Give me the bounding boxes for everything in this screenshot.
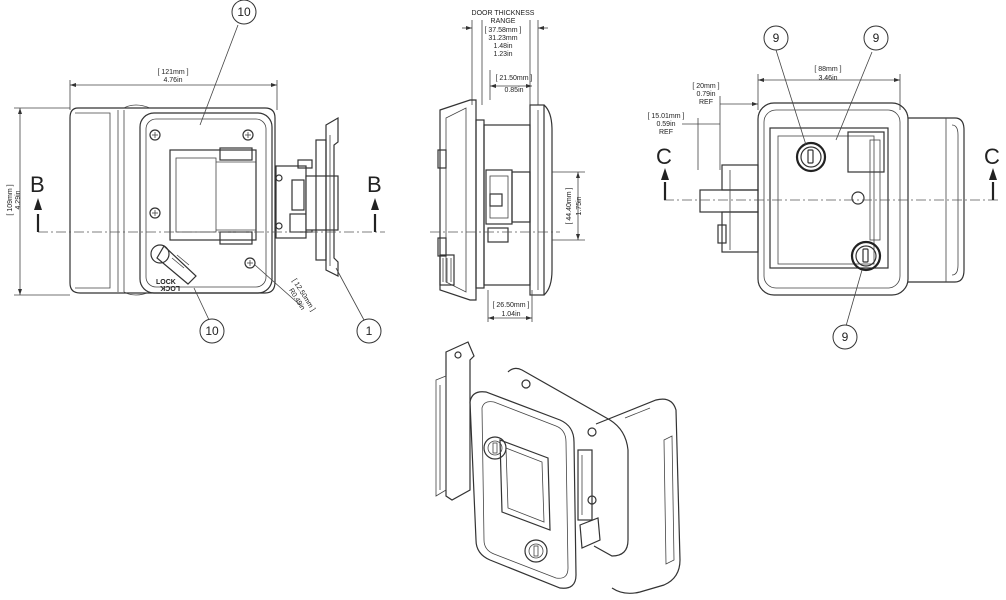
- rear-width-mm: [ 88mm ]: [814, 66, 841, 73]
- door-range-mm-2: 31.23mm: [488, 35, 517, 42]
- door-thickness-title-2: RANGE: [491, 18, 516, 25]
- depth-in: 0.85in: [504, 87, 523, 94]
- front-width-in: 4.76in: [163, 77, 182, 84]
- bottom-in: 1.04in: [501, 311, 520, 318]
- screw-icon: [149, 207, 161, 219]
- svg-text:9: 9: [873, 31, 880, 45]
- key-cylinder-icon: [483, 436, 507, 460]
- rear-offset2-mm: [ 15.01mm ]: [648, 113, 685, 120]
- section-label-b-right: B: [367, 172, 382, 197]
- lock-label-flipped: LOCK: [160, 284, 180, 291]
- svg-text:10: 10: [237, 5, 251, 19]
- balloon-10-top: 10: [231, 0, 257, 25]
- rear-offset2-in: 0.59in: [656, 121, 675, 128]
- balloon-1: 1: [356, 318, 382, 344]
- lock-label: LOCK: [156, 279, 176, 286]
- front-width-mm: [ 121mm ]: [157, 69, 188, 76]
- screw-icon: [149, 129, 161, 141]
- rear-offset-in: 0.79in: [696, 91, 715, 98]
- balloon-9-bottom: 9: [832, 324, 858, 350]
- rear-width-in: 3.46in: [818, 75, 837, 82]
- rear-offset2-ref: REF: [659, 129, 673, 136]
- balloon-9-left: 9: [763, 25, 789, 51]
- depth-mm: [ 21.50mm ]: [496, 75, 533, 82]
- balloon-9-right: 9: [863, 25, 889, 51]
- front-height-in: 4.29in: [15, 190, 22, 209]
- door-range-in-1: 1.48in: [493, 43, 512, 50]
- front-view: [ 121mm ] 4.76in [ 109mm ] 4.29in: [7, 0, 385, 344]
- door-thickness-title-1: DOOR THICKNESS: [472, 10, 535, 17]
- rear-view: [ 88mm ] 3.46in [ 20mm ] 0.79in REF [ 15…: [648, 25, 1000, 350]
- section-label-b-left: B: [30, 172, 45, 197]
- side-height-in: 1.75in: [576, 196, 583, 215]
- key-cylinder-icon: [524, 539, 548, 563]
- rear-offset-ref: REF: [699, 99, 713, 106]
- rear-offset-mm: [ 20mm ]: [692, 83, 719, 90]
- screw-icon: [242, 129, 254, 141]
- front-height-mm: [ 109mm ]: [7, 184, 14, 215]
- svg-text:10: 10: [205, 324, 219, 338]
- svg-text:9: 9: [773, 31, 780, 45]
- bottom-mm: [ 26.50mm ]: [493, 302, 530, 309]
- door-range-in-2: 1.23in: [493, 51, 512, 58]
- section-label-c-left: C: [656, 144, 672, 169]
- key-cylinder-icon: [795, 141, 827, 173]
- side-view: DOOR THICKNESS RANGE [ 37.58mm ] 31.23mm…: [430, 10, 585, 322]
- section-label-c-right: C: [984, 144, 1000, 169]
- svg-text:1: 1: [366, 324, 373, 338]
- svg-text:9: 9: [842, 330, 849, 344]
- balloon-10-bottom: 10: [199, 318, 225, 344]
- screw-icon: [244, 257, 256, 269]
- door-range-mm-1: [ 37.58mm ]: [485, 27, 522, 34]
- key-cylinder-icon: [850, 240, 882, 272]
- isometric-view: [435, 341, 681, 594]
- side-height-mm: [ 44.40mm ]: [566, 187, 573, 224]
